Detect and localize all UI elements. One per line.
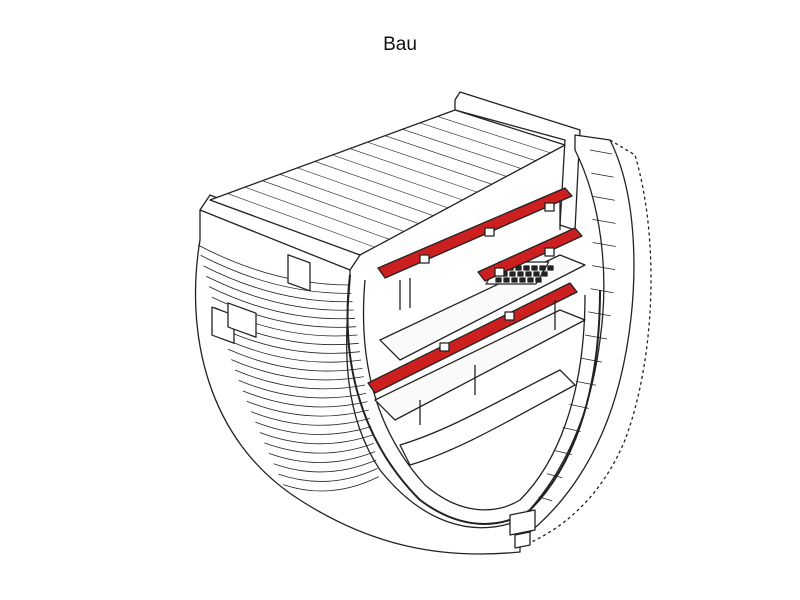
diagram-title: Bau [383, 34, 417, 55]
plank-line [220, 327, 361, 354]
plank-line [580, 357, 603, 363]
beam-block [494, 267, 505, 277]
lower-deck [374, 309, 586, 421]
plank-line [200, 255, 352, 294]
grating-hole [511, 277, 518, 283]
hull-planking [197, 244, 379, 492]
plank-line [268, 451, 376, 463]
stern-frame [454, 91, 581, 231]
plank-line [203, 265, 353, 303]
keel [509, 509, 536, 549]
hull-side [194, 209, 521, 555]
grating-hole [533, 271, 540, 277]
stanchions [399, 200, 561, 425]
deck-planking [227, 116, 551, 248]
deck-plank-line [437, 116, 551, 154]
grating-hole [495, 277, 502, 283]
deck-plank-line [314, 161, 448, 209]
dashed-outline [524, 139, 652, 546]
deck-plank-line [402, 129, 522, 169]
deck-plank-line [349, 148, 478, 193]
plank-line [592, 219, 616, 224]
plank-line [592, 242, 616, 247]
plank-line [283, 476, 379, 492]
plank-line [234, 369, 366, 390]
plank-line [242, 390, 368, 408]
grating-hole [531, 265, 538, 271]
deck-plank-line [332, 154, 463, 201]
deck-plank-line [262, 180, 405, 232]
plank-line [591, 172, 614, 178]
beam-block [544, 202, 555, 212]
plank-line [206, 275, 354, 311]
plank-line [255, 421, 372, 435]
deck-plank-line [384, 135, 507, 177]
plank-line [575, 380, 597, 386]
window [287, 254, 311, 292]
beam-block [439, 342, 450, 352]
plank-line [231, 359, 364, 381]
keelson [399, 369, 576, 466]
grating-hole [539, 265, 546, 271]
upper-deck [209, 109, 566, 256]
plank-line [197, 244, 351, 286]
grating-hole [509, 271, 516, 277]
grating-hole [541, 271, 548, 277]
deck-plank-line [419, 122, 536, 161]
grating-hole [517, 271, 524, 277]
deck-plank-line [227, 193, 375, 248]
plank-line [224, 338, 362, 363]
plank-line [208, 286, 356, 320]
plank-line [246, 400, 369, 417]
plank-line [584, 334, 608, 340]
grating-hole [525, 271, 532, 277]
plank-line [278, 467, 378, 482]
deck-plank-line [244, 186, 390, 240]
deck-plank-line [297, 167, 434, 216]
beam-block [419, 254, 430, 264]
plank-line [592, 195, 615, 201]
frame-arch [346, 274, 601, 525]
plank-line [264, 442, 374, 454]
grating-hole [523, 265, 530, 271]
window [227, 302, 257, 338]
plank-line [273, 459, 377, 473]
plank-line [259, 432, 373, 445]
plank-line [546, 473, 563, 479]
plank-line [238, 380, 367, 399]
plank-line [590, 288, 614, 294]
grating-hole [535, 277, 542, 283]
lower-deck-beam [367, 282, 578, 394]
plank-line [227, 348, 363, 372]
beam-block [544, 247, 555, 257]
plank-line [589, 149, 613, 155]
grating-hole [519, 277, 526, 283]
beam-blocks [419, 202, 555, 352]
deck-plank-line [367, 141, 492, 185]
grating-hole [527, 277, 534, 283]
beam-block [504, 311, 515, 321]
deck-plank-line [279, 174, 419, 224]
grating-hole [547, 265, 554, 271]
plank-line [250, 411, 371, 426]
grating-hole [503, 277, 510, 283]
beam-block [484, 227, 495, 237]
plank-line [591, 265, 616, 270]
